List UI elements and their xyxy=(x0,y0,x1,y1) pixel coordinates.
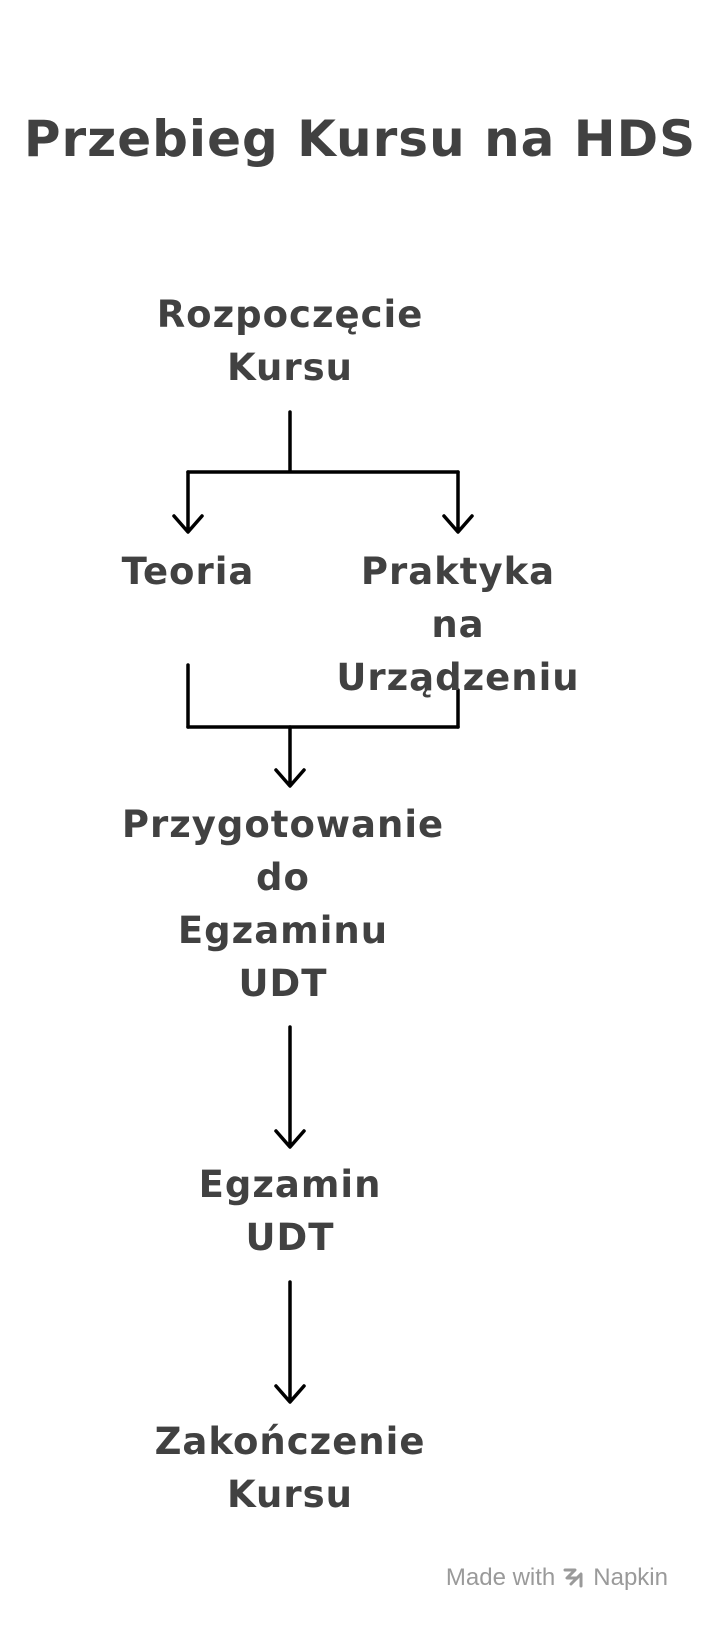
node-course-start: Rozpoczęcie Kursu xyxy=(100,288,480,394)
node-course-end-line-2: Kursu xyxy=(227,1473,353,1516)
node-practice-line-1: Praktyka xyxy=(360,550,556,593)
connector-split-practice xyxy=(442,470,474,534)
node-udt-exam: Egzamin UDT xyxy=(140,1158,440,1264)
napkin-logo-icon xyxy=(563,1568,583,1588)
node-udt-exam-line-2: UDT xyxy=(245,1216,335,1259)
connector-exam-end xyxy=(274,1280,306,1404)
node-exam-preparation: Przygotowanie do Egzaminu UDT xyxy=(80,798,486,1010)
node-course-end: Zakończenie Kursu xyxy=(100,1415,480,1521)
made-with-napkin-badge: Made with Napkin xyxy=(446,1564,668,1592)
connector-merge-prep xyxy=(274,725,306,788)
node-exam-preparation-line-2: do xyxy=(256,856,310,899)
node-course-start-line-1: Rozpoczęcie xyxy=(156,293,424,336)
node-udt-exam-line-1: Egzamin xyxy=(198,1163,382,1206)
napkin-brand-label: Napkin xyxy=(593,1564,668,1591)
made-with-label: Made with xyxy=(445,1564,556,1591)
node-theory: Teoria xyxy=(88,545,288,598)
node-practice: Praktyka na Urządzeniu xyxy=(300,545,616,704)
connector-prep-exam xyxy=(274,1025,306,1149)
node-exam-preparation-line-4: UDT xyxy=(238,962,328,1005)
node-course-start-line-2: Kursu xyxy=(227,346,353,389)
connector-split-theory xyxy=(172,470,204,534)
node-exam-preparation-line-1: Przygotowanie xyxy=(121,803,445,846)
node-exam-preparation-line-3: Egzaminu xyxy=(177,909,389,952)
node-theory-line-1: Teoria xyxy=(121,550,255,593)
node-practice-line-2: na xyxy=(431,603,485,646)
diagram-title: Przebieg Kursu na HDS xyxy=(23,110,697,168)
node-course-end-line-1: Zakończenie xyxy=(154,1420,426,1463)
node-practice-line-3: Urządzeniu xyxy=(336,656,580,699)
connector-start-split xyxy=(186,410,460,474)
